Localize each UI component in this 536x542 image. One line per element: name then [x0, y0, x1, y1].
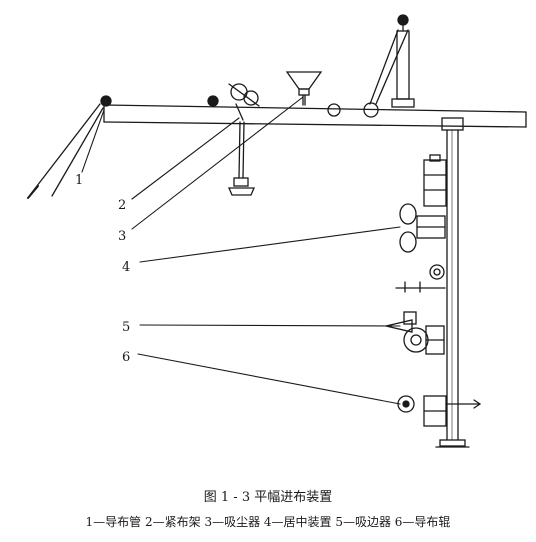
- label-4: 4: [122, 260, 130, 275]
- equipment-diagram: 1 2 3 4 5 6: [27, 14, 527, 448]
- main-beam: [103, 104, 527, 128]
- figure-legend: 1—导布管 2—紧布架 3—吸尘器 4—居中装置 5—吸边器 6—导布辊: [85, 515, 451, 529]
- dust-collector: [285, 71, 323, 106]
- beam-roller-2: [327, 103, 341, 117]
- cylinder-unit: [423, 154, 447, 207]
- edge-suction-device: [385, 311, 445, 355]
- tension-frame: [228, 83, 260, 196]
- vertical-post: [435, 117, 470, 448]
- label-3: 3: [118, 229, 126, 244]
- label-5: 5: [122, 320, 130, 335]
- beam-roller: [207, 95, 219, 107]
- label-1: 1: [75, 173, 83, 188]
- guide-tube: [27, 95, 112, 199]
- figure-title: 图 1 - 3 平幅进布装置: [203, 490, 333, 505]
- label-6: 6: [122, 350, 130, 365]
- top-column: [369, 14, 415, 108]
- leader-lines: [81, 96, 401, 405]
- guide-roller: [397, 395, 481, 427]
- label-2: 2: [118, 198, 126, 213]
- centering-device: [395, 203, 446, 293]
